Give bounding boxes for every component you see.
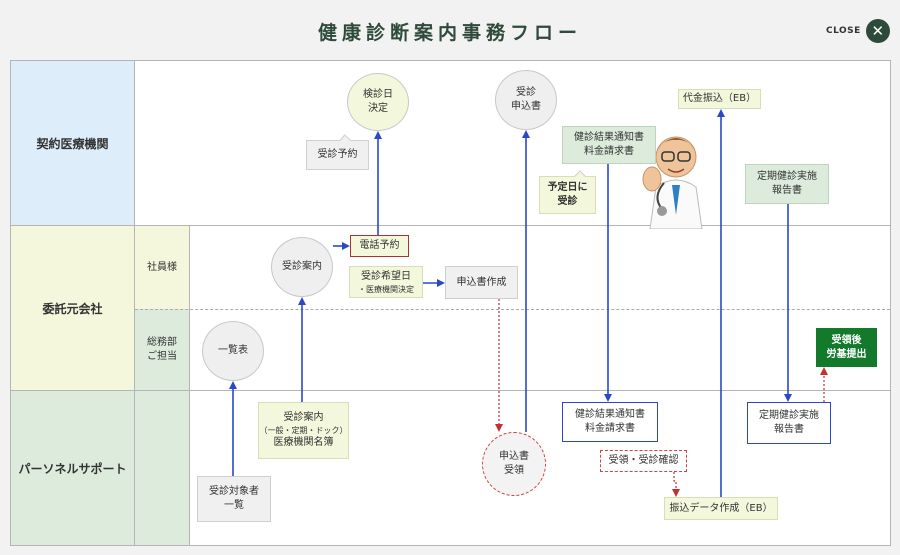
close-icon: ✕	[866, 19, 890, 43]
close-label: CLOSE	[826, 26, 861, 36]
close-button[interactable]: CLOSE ✕	[826, 19, 890, 43]
arrow-confirm-to-transfer	[674, 472, 676, 495]
flow-diagram: 契約医療機関 委託元会社 パーソネルサポート 社員様 総務部ご担当 検診日 決定…	[10, 60, 891, 546]
flow-arrows	[11, 61, 890, 545]
page-title: 健康診断案内事務フロー	[0, 18, 900, 45]
